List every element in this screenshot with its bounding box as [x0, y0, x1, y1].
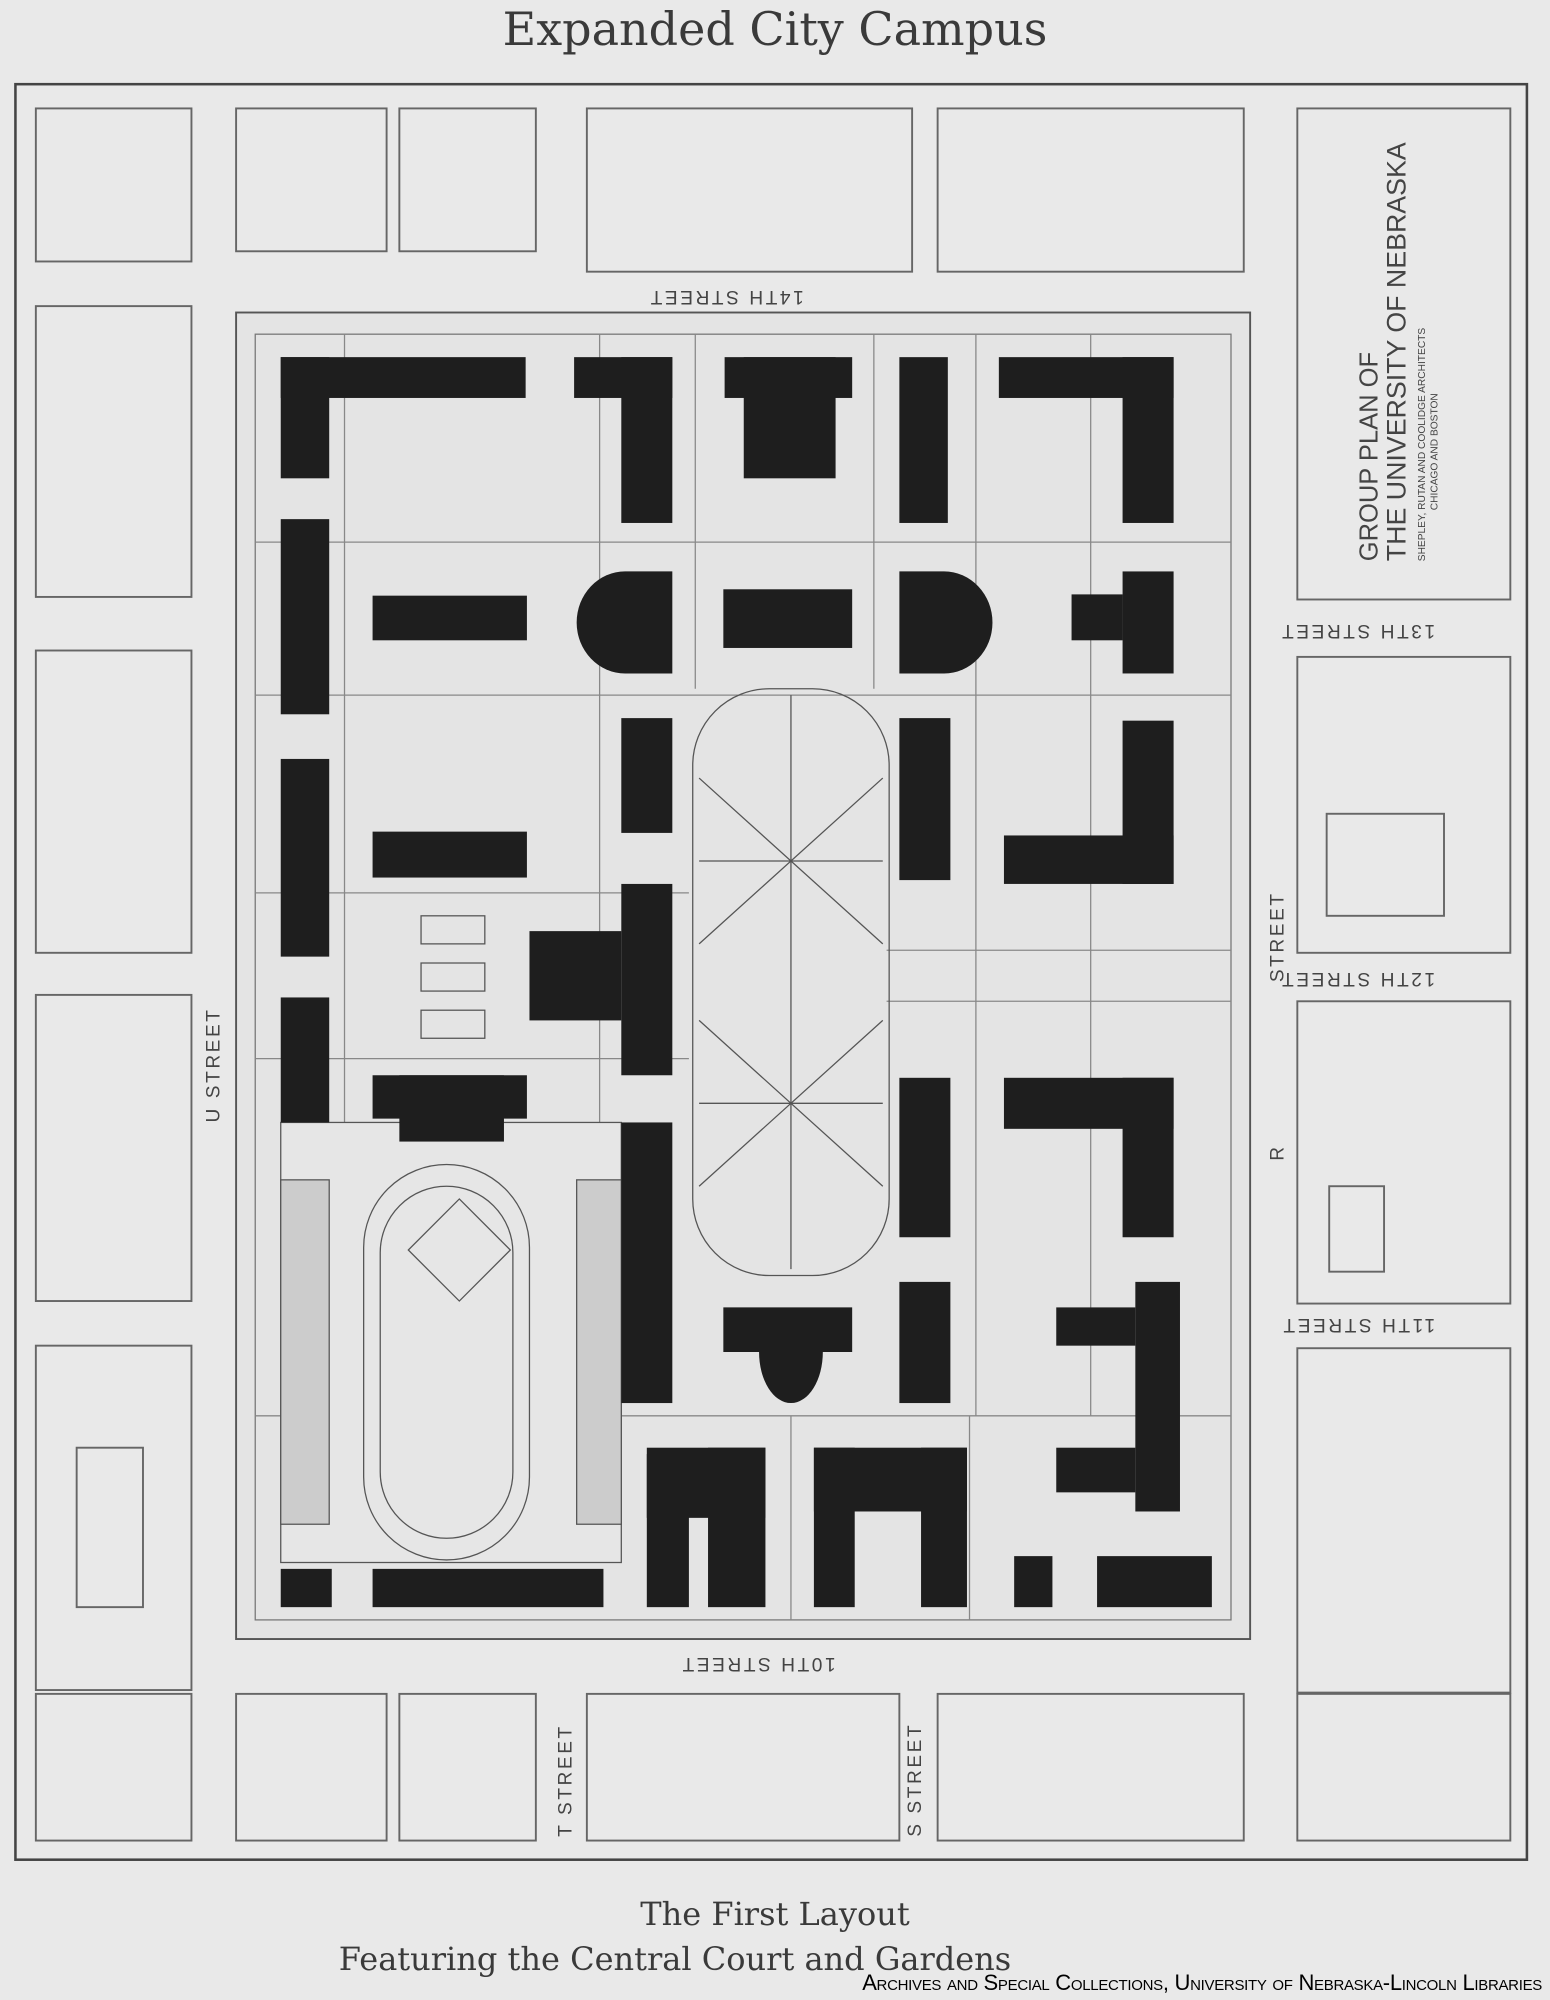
street-label-10th: 10TH STREET: [680, 1653, 836, 1674]
athletic-field: [280, 915, 622, 1564]
plan-label-line2: THE UNIVERSITY OF NEBRASKA: [1382, 142, 1412, 561]
caption-line-2: Featuring the Central Court and Gardens: [338, 1940, 1012, 1978]
street-label-r-street: STREET: [1267, 891, 1288, 982]
central-court: [692, 688, 890, 1277]
map-title: Expanded City Campus: [502, 2, 1048, 56]
street-label-14th: 14TH STREET: [648, 286, 804, 307]
archive-credit: Archives and Special Collections, Univer…: [862, 1970, 1542, 1995]
street-label-12th: 12TH STREET: [1279, 968, 1435, 989]
plan-label-line4: CHICAGO AND BOSTON: [1430, 393, 1441, 510]
city-blocks: [14, 82, 1529, 1861]
street-label-r: R: [1267, 1144, 1288, 1160]
plan-label-line3: SHEPLEY, RUTAN AND COOLIDGE ARCHITECTS: [1417, 328, 1428, 562]
buildings: [280, 357, 1212, 1608]
street-labels: 14TH STREET 13TH STREET 12TH STREET 11TH…: [204, 286, 1436, 1837]
plan-label-line1: GROUP PLAN OF: [1356, 352, 1384, 561]
caption-line-1: The First Layout: [640, 1895, 910, 1933]
street-label-11th: 11TH STREET: [1281, 1314, 1435, 1335]
street-label-13th: 13TH STREET: [1279, 620, 1435, 641]
street-label-t: T STREET: [556, 1724, 577, 1837]
street-label-u: U STREET: [204, 1007, 225, 1122]
plan-label: GROUP PLAN OF THE UNIVERSITY OF NEBRASKA…: [1356, 142, 1441, 561]
street-label-s: S STREET: [905, 1723, 926, 1837]
